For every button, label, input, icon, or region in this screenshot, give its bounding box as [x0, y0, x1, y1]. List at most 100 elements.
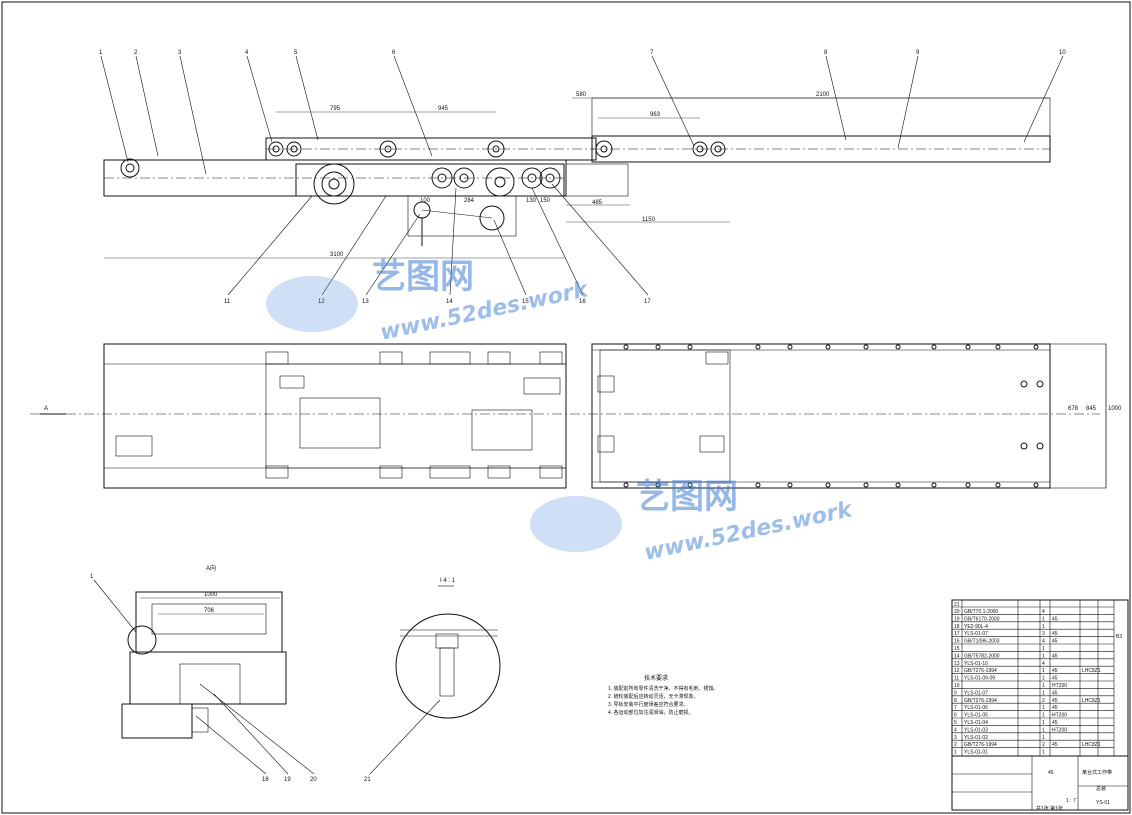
bom-cell: 1	[1042, 646, 1045, 652]
view-a-callout-1: 1	[90, 574, 94, 580]
callout-1: 1	[99, 50, 103, 56]
callout-17: 17	[644, 299, 651, 305]
bom-cell: YLS-01-06	[964, 705, 988, 711]
callout-9: 9	[916, 50, 920, 56]
callout-21: 21	[364, 777, 371, 783]
bom-cell: YLS-01-04	[964, 720, 988, 726]
view-arrow-a: A	[44, 406, 48, 412]
callout-5: 5	[294, 50, 298, 56]
bom-cell: 1	[1042, 750, 1045, 756]
sprocket-left	[120, 158, 140, 178]
bom-cell: 1	[1042, 624, 1045, 630]
dim-view-a-1000: 1000	[204, 592, 218, 598]
bom-cell: GB/T5782-2000	[964, 653, 1000, 659]
motor	[121, 703, 193, 739]
bom-cell: 1	[1042, 713, 1045, 719]
plan-view: A 678 845 1000	[30, 343, 1122, 489]
callout-19: 19	[284, 777, 291, 783]
detail-view: I 4 : 1 21	[364, 578, 501, 783]
watermark-brand-2: 艺图网	[636, 477, 738, 517]
bom-cell: 2	[954, 742, 957, 748]
bom-cell: 1	[1042, 653, 1045, 659]
bom-cell: 1	[1042, 705, 1045, 711]
drive-sprocket	[313, 163, 355, 205]
bom-cell: YLS-01-01	[964, 750, 988, 756]
bom-cell: GB/T276-1994	[964, 742, 997, 748]
bom-cell: GB/T276-1994	[964, 668, 997, 674]
callout-6: 6	[392, 50, 396, 56]
bom-cell: YLS-01-07	[964, 690, 988, 696]
bom-cell: HT200	[1052, 683, 1067, 689]
front-view: 795 945 580 963 2100 100 284 130 150 485…	[99, 50, 1066, 305]
technical-requirements: 技术要求 1. 装配前所有零件清洗干净，不得有毛刺、锈蚀。 2. 链轮装配后应转…	[608, 674, 719, 716]
title-block: 某台式工作带 45 总装 YS-01 1 : 7 共1张 第1张	[951, 755, 1129, 812]
callout-11: 11	[224, 299, 231, 305]
dim-945: 945	[438, 106, 449, 112]
dim-678: 678	[1068, 406, 1079, 412]
bom-cell: HT200	[1052, 713, 1067, 719]
bom-header-no: 21	[954, 602, 960, 608]
bom-cell: 45	[1052, 705, 1058, 711]
tech-req-2: 2. 链轮装配后应转动灵活，无卡滞现象。	[608, 693, 699, 700]
bom-cell: 20	[954, 609, 960, 615]
bom-cell: 1	[1042, 683, 1045, 689]
bom-cell: 4	[954, 727, 957, 733]
bom-cell: 5	[954, 720, 957, 726]
title-code: YS-01	[1096, 800, 1110, 806]
bom-cell: GB/T1096-2003	[964, 639, 1000, 645]
bom-cell: 45	[1052, 631, 1058, 637]
view-a-label: A向	[206, 564, 216, 572]
title-drawing: 总装	[1096, 785, 1106, 792]
callout-8: 8	[824, 50, 828, 56]
dim-150: 150	[540, 198, 551, 204]
tech-req-3: 3. 导轨安装平行度误差应符合要求。	[608, 701, 689, 708]
watermark-top: 艺图网 www.52des.work	[266, 257, 592, 346]
callout-18: 18	[262, 777, 269, 783]
bom-cell: YLS-01-03	[964, 727, 988, 733]
bom-cell: 10	[954, 683, 960, 689]
tech-req-4: 4. 各运动部位加注润滑油，防止磨损。	[608, 709, 694, 716]
bom-cell: 4	[1042, 639, 1045, 645]
bom-cell: 17	[954, 631, 960, 637]
bom-cell: 2	[1042, 742, 1045, 748]
dim-284: 284	[464, 198, 475, 204]
bom-cell: LHC8Z1	[1082, 742, 1101, 748]
callout-10: 10	[1059, 50, 1066, 56]
bom-cell: 12	[954, 668, 960, 674]
view-a: A向 1000 706 1 18 19 20	[90, 564, 317, 783]
dim-2100: 2100	[816, 92, 830, 98]
callout-7: 7	[650, 50, 654, 56]
bom-cell: 45	[1052, 668, 1058, 674]
bom-cell: YLS-01-05	[964, 713, 988, 719]
bom-cell: 11	[954, 676, 959, 682]
bom-cell: HT200	[1052, 727, 1067, 733]
bom-cell: 13	[954, 661, 960, 667]
bom-cell: 1	[1042, 690, 1045, 696]
callout-20: 20	[310, 777, 317, 783]
bom-cell: 45	[1052, 653, 1058, 659]
bom-cell: 19	[954, 616, 960, 622]
title-sheet: 共1张 第1张	[1036, 805, 1063, 812]
callout-14: 14	[446, 299, 453, 305]
tech-req-1: 1. 装配前所有零件清洗干净，不得有毛刺、锈蚀。	[608, 685, 719, 692]
bom-cell: 18	[954, 624, 960, 630]
bom-cell: GB/T70.1-2000	[964, 609, 998, 615]
dim-1150: 1150	[642, 217, 656, 223]
dim-963: 963	[650, 112, 661, 118]
bom-side-label: B3	[1116, 634, 1122, 640]
bom-cell: 3	[954, 735, 957, 741]
bom-cell: 1	[1042, 735, 1045, 741]
bom-cell: 6	[954, 713, 957, 719]
bom-cell: 45	[1052, 698, 1058, 704]
callout-4: 4	[245, 50, 249, 56]
watermark-brand-1: 艺图网	[372, 257, 474, 297]
bom-cell: YLS-01-07	[964, 631, 988, 637]
dim-1000: 1000	[1108, 406, 1122, 412]
bom-cell: GB/T6170-2000	[964, 616, 1000, 622]
dim-view-a-706: 706	[204, 608, 215, 614]
callout-13: 13	[362, 299, 369, 305]
bom-cell: LHC8Z1	[1082, 668, 1101, 674]
title-ratio: 1 : 7	[1066, 798, 1076, 804]
